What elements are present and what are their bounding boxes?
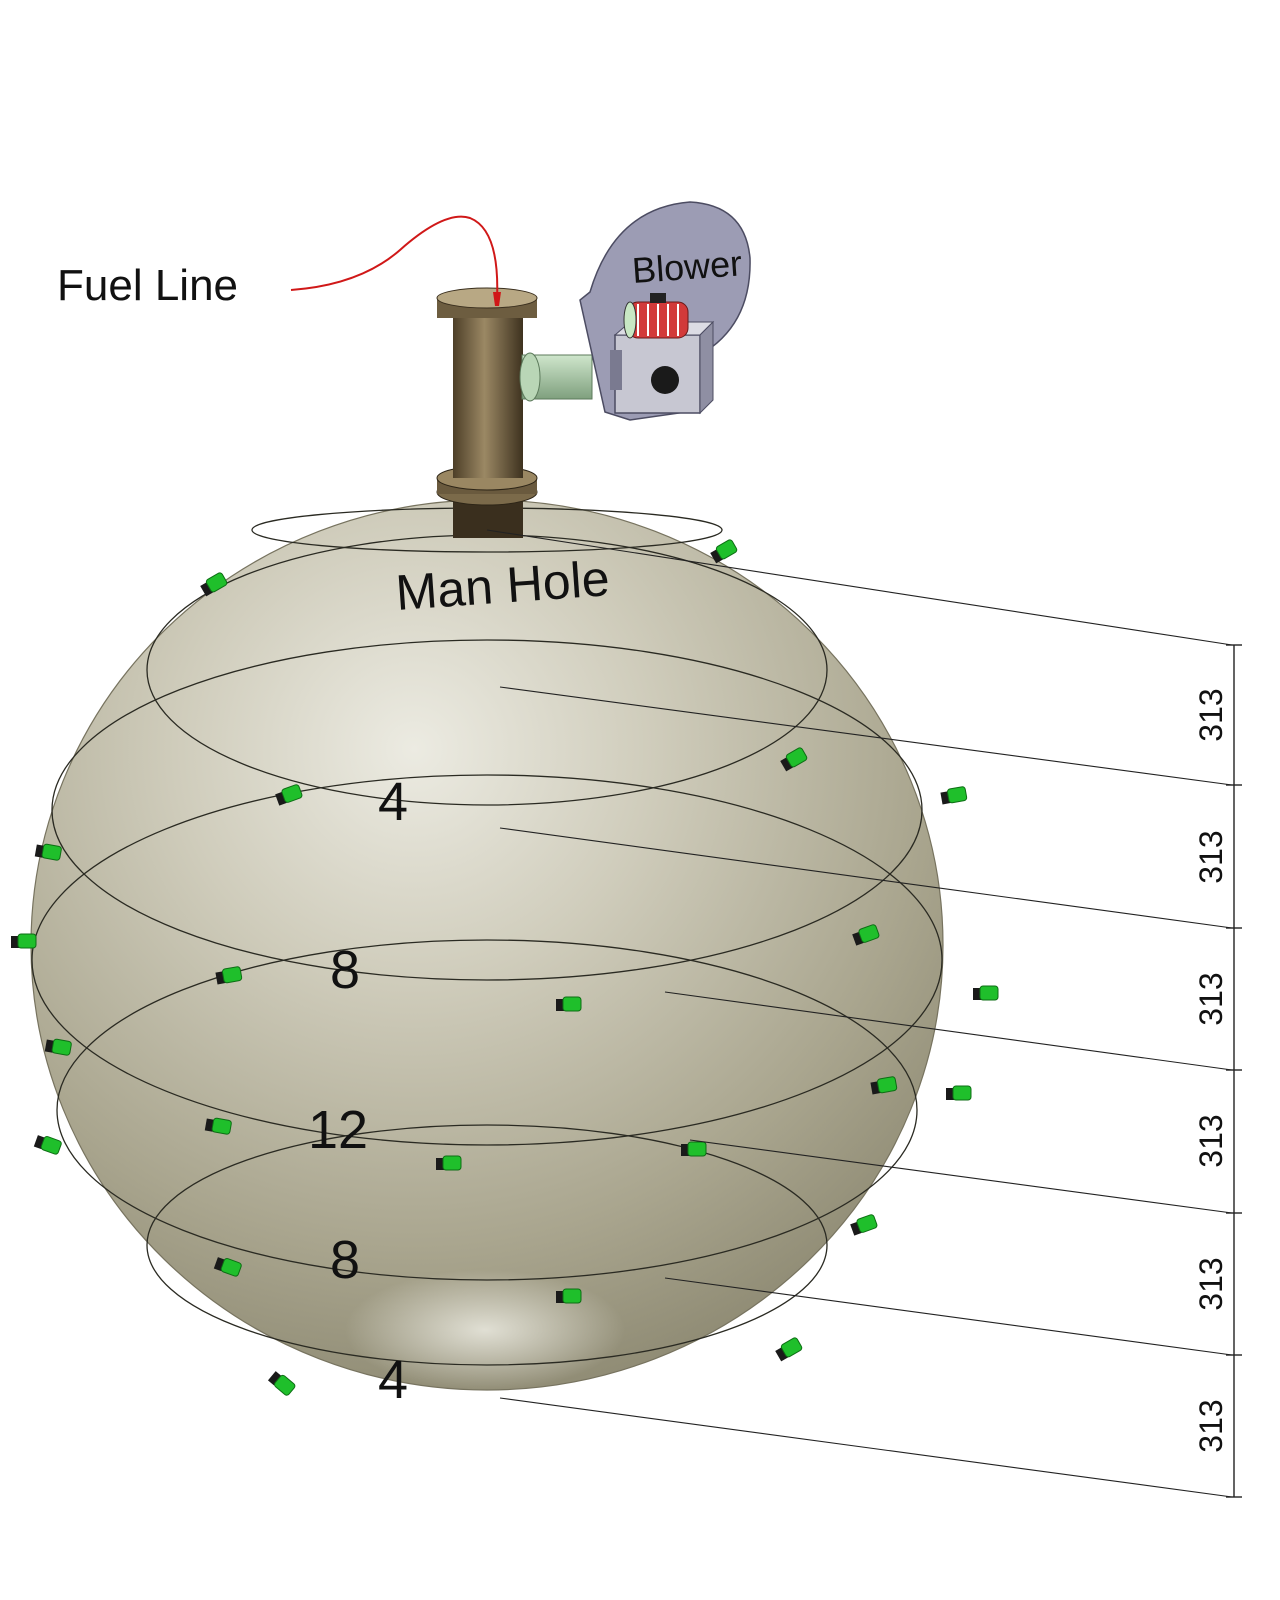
nozzles (11, 539, 999, 1396)
dimension-label-5: 313 (1193, 1257, 1229, 1310)
dimension-column (1226, 644, 1242, 1498)
leader-lines (486, 529, 1233, 1498)
nozzle-icon (200, 572, 228, 597)
ring-count-5: 4 (378, 1350, 408, 1410)
nozzle-icon (275, 784, 303, 806)
nozzle-icon (556, 996, 582, 1012)
nozzle-icon (11, 933, 37, 949)
nozzle-icon (204, 1117, 232, 1135)
dimension-labels: 313 313 313 313 313 313 (1193, 688, 1229, 1452)
ring-3 (31, 774, 943, 1146)
ring-count-3: 12 (308, 1100, 368, 1160)
man-hole-riser (436, 287, 538, 538)
ring-2 (51, 639, 923, 981)
dimension-label-4: 313 (1193, 1114, 1229, 1167)
fuel-line-label: Fuel Line (57, 261, 238, 310)
fuel-line (290, 215, 499, 301)
nozzle-icon (34, 843, 62, 861)
tank-sphere (30, 499, 944, 1391)
ring-5 (146, 1124, 828, 1366)
nozzle-icon (852, 924, 880, 946)
nozzle-icon (940, 786, 968, 805)
blower-connector (519, 352, 593, 402)
ring-4 (56, 939, 918, 1281)
nozzle-icon (436, 1155, 462, 1171)
nozzle-icon (946, 1085, 972, 1101)
nozzle-rings (31, 507, 943, 1366)
nozzle-icon (870, 1076, 898, 1095)
nozzle-icon (33, 1135, 62, 1155)
ring-count-4: 8 (330, 1230, 360, 1290)
nozzle-icon (973, 985, 999, 1001)
nozzle-icon (775, 1337, 803, 1362)
dimension-label-3: 313 (1193, 972, 1229, 1025)
dimension-label-1: 313 (1193, 688, 1229, 741)
nozzle-icon (213, 1257, 242, 1277)
nozzle-icon (850, 1214, 878, 1236)
dimension-label-2: 313 (1193, 830, 1229, 883)
motor-icon (623, 293, 689, 339)
nozzle-icon (215, 966, 243, 985)
nozzle-icon (681, 1141, 707, 1157)
dimension-label-6: 313 (1193, 1399, 1229, 1452)
nozzle-icon (267, 1371, 296, 1396)
nozzle-icon (556, 1288, 582, 1304)
ring-count-1: 4 (378, 772, 408, 832)
ring-count-labels: 4 8 12 8 4 (308, 772, 408, 1410)
nozzle-icon (710, 539, 738, 564)
fuel-line-valve-icon (493, 292, 501, 306)
blower-unit (579, 201, 751, 421)
blower-inlet-icon (651, 366, 679, 394)
blower-label: Blower (631, 242, 744, 291)
nozzle-icon (780, 747, 808, 772)
ring-count-2: 8 (330, 940, 360, 1000)
nozzle-icon (44, 1038, 72, 1056)
